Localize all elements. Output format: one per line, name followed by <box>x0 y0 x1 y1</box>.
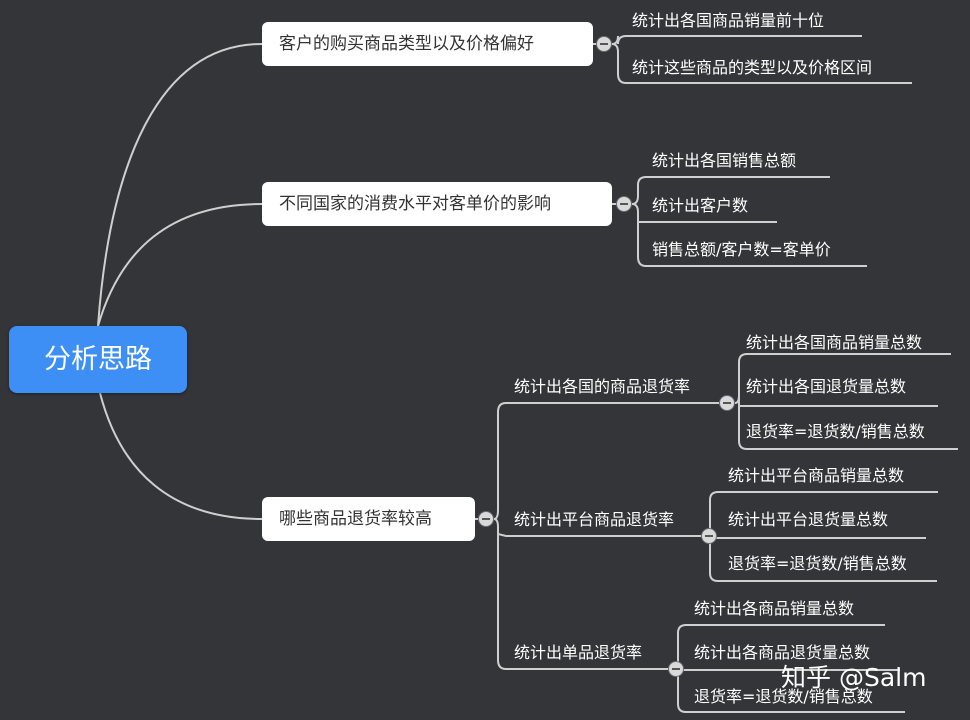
collapse-icon[interactable] <box>701 528 717 544</box>
connector-root-branch-3 <box>99 392 263 520</box>
sub-node[interactable]: 统计出各国的商品退货率 <box>514 377 691 396</box>
connector-b1-leaf2 <box>611 43 912 84</box>
connector-s1-leaf1 <box>734 353 951 404</box>
connector-b1-leaf1 <box>611 35 862 45</box>
leaf-node[interactable]: 统计出各商品销量总数 <box>694 599 855 618</box>
connector-s3-leaf3 <box>677 670 905 713</box>
sub-node[interactable]: 统计出单品退货率 <box>514 643 643 662</box>
connector-b3-sub1 <box>493 402 719 520</box>
leaf-node[interactable]: 统计出各国商品销量总数 <box>746 333 923 352</box>
sub-node[interactable]: 统计出平台商品退货率 <box>514 510 675 529</box>
leaf-node[interactable]: 统计这些商品的类型以及价格区间 <box>632 58 873 77</box>
connector-b3-sub3 <box>497 527 668 670</box>
connector-s2-leaf3 <box>709 538 937 582</box>
branch-node-purchase-preference[interactable]: 客户的购买商品类型以及价格偏好 <box>262 22 593 66</box>
leaf-node[interactable]: 统计出平台商品销量总数 <box>728 466 905 485</box>
leaf-node[interactable]: 统计出各国商品销量前十位 <box>632 11 825 30</box>
leaf-node[interactable]: 销售总额/客户数=客单价 <box>652 240 831 259</box>
collapse-icon[interactable] <box>616 196 632 212</box>
leaf-node[interactable]: 退货率=退货数/销售总数 <box>746 422 925 441</box>
connector-s1-leaf3 <box>738 406 958 450</box>
branch-node-return-rate[interactable]: 哪些商品退货率较高 <box>262 497 475 541</box>
leaf-node[interactable]: 统计出平台退货量总数 <box>728 510 889 529</box>
leaf-node[interactable]: 退货率=退货数/销售总数 <box>694 687 873 706</box>
collapse-icon[interactable] <box>719 395 735 411</box>
collapse-icon[interactable] <box>596 36 612 52</box>
connector-b2-leaf3 <box>637 212 867 267</box>
connector-b2-leaf1 <box>631 176 830 205</box>
leaf-node[interactable]: 统计出客户数 <box>652 196 749 215</box>
branch-node-consumption-level[interactable]: 不同国家的消费水平对客单价的影响 <box>262 182 612 226</box>
connector-root-branch-2 <box>97 203 263 327</box>
leaf-node[interactable]: 退货率=退货数/销售总数 <box>728 554 907 573</box>
watermark: 知乎 @Salm <box>781 663 927 692</box>
connector-root-branch-1 <box>97 43 263 327</box>
connector-s1-leaf2 <box>738 395 938 407</box>
collapse-icon[interactable] <box>478 511 494 527</box>
root-node[interactable]: 分析思路 <box>9 326 187 393</box>
collapse-icon[interactable] <box>668 661 684 677</box>
leaf-node[interactable]: 统计出各国退货量总数 <box>746 377 907 396</box>
leaf-node[interactable]: 统计出各国销售总额 <box>652 151 797 170</box>
leaf-node[interactable]: 统计出各商品退货量总数 <box>694 643 871 662</box>
